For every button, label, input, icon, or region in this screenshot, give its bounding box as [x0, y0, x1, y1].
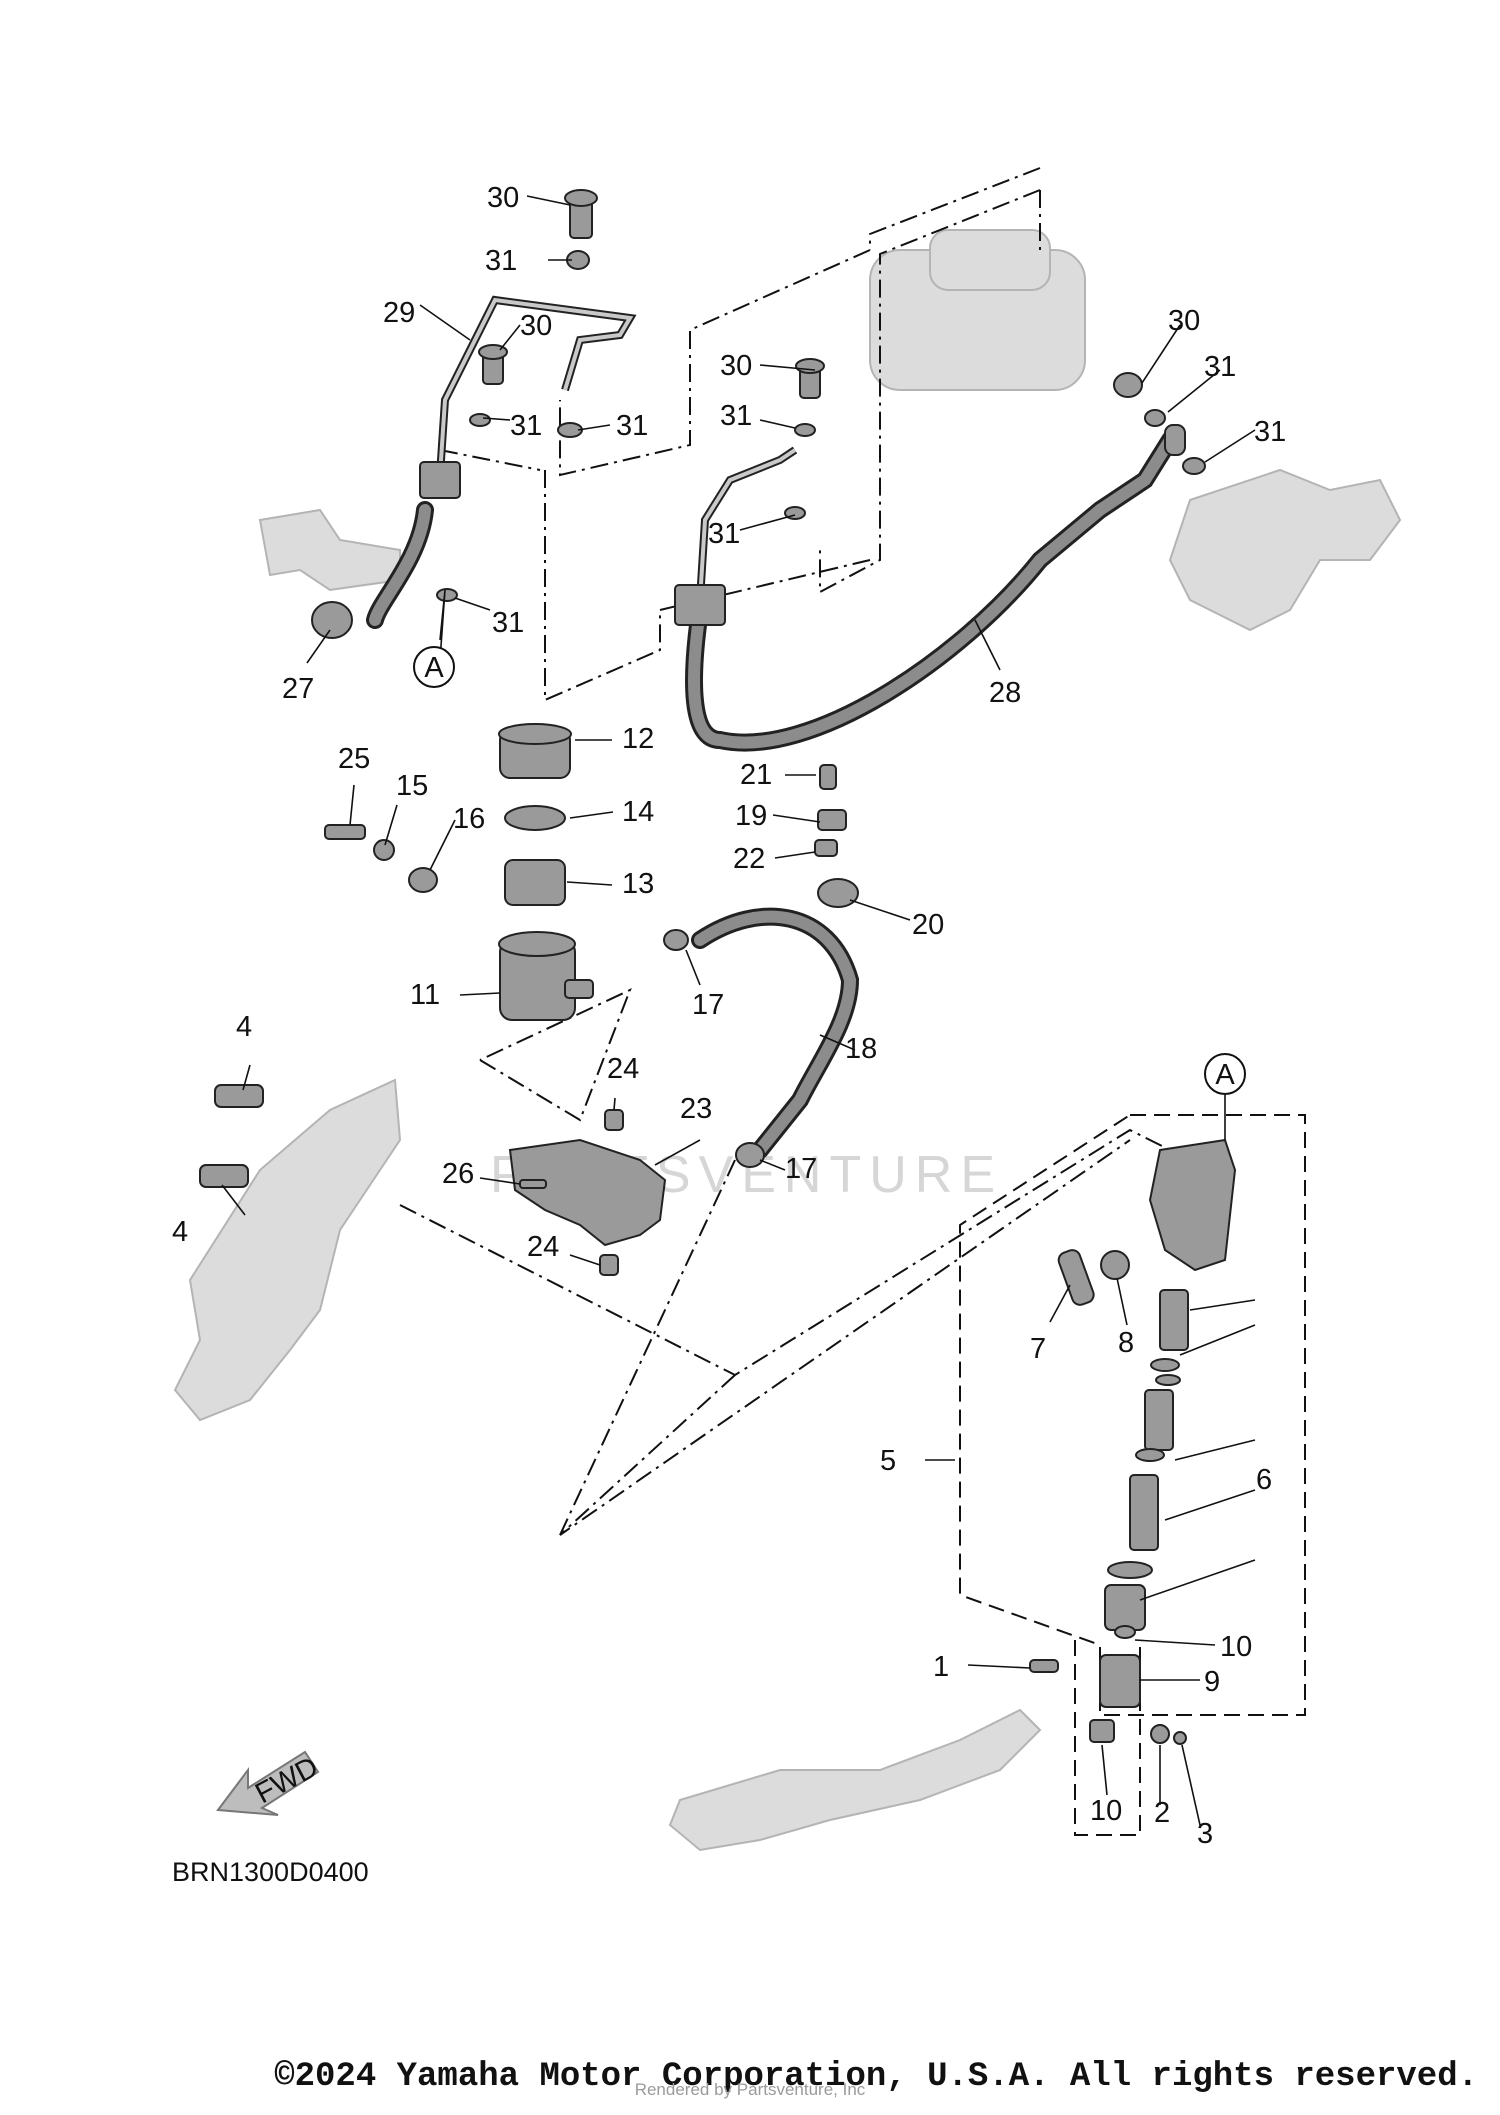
forward-arrow: FWD [216, 1750, 324, 1816]
part-label-28: 28 [989, 677, 1021, 709]
part-label-7: 7 [1030, 1333, 1046, 1365]
part-label-22: 22 [733, 843, 765, 875]
part-label-5: 5 [880, 1445, 896, 1477]
ghost-frame-bracket-left [258, 508, 401, 592]
part-label-18: 18 [845, 1033, 877, 1065]
master-cylinder-body [1148, 1138, 1237, 1272]
part-label-21: 21 [740, 759, 772, 791]
part-label-15: 15 [396, 770, 428, 802]
part-label-13: 13 [622, 868, 654, 900]
brake-hose-28 [674, 424, 1186, 752]
part-label-24: 24 [607, 1053, 639, 1085]
part-label-31: 31 [708, 518, 740, 550]
part-label-1: 1 [933, 1651, 949, 1683]
grommet-8 [1100, 1250, 1130, 1280]
part-label-11: 11 [410, 979, 440, 1011]
part-label-31: 31 [616, 410, 648, 442]
part-label-31: 31 [1254, 416, 1286, 448]
part-label-17: 17 [785, 1153, 817, 1185]
reservoir-tank-11 [498, 931, 594, 1021]
part-label-2: 2 [1154, 1797, 1170, 1829]
part-label-30: 30 [720, 350, 752, 382]
diagram-code: BRN1300D0400 [172, 1857, 369, 1887]
part-label-16: 16 [453, 803, 485, 835]
part-label-14: 14 [622, 796, 654, 828]
part-label-4: 4 [236, 1011, 252, 1043]
part-label-3: 3 [1197, 1818, 1213, 1850]
ghost-brake-pedal [668, 1708, 1042, 1852]
callout-a-upper-label: A [424, 652, 444, 684]
part-label-31: 31 [720, 400, 752, 432]
part-label-31: 31 [485, 245, 517, 277]
reservoir-hose-18 [691, 907, 860, 1159]
part-label-24: 24 [527, 1231, 559, 1263]
part-label-29: 29 [383, 297, 415, 329]
part-label-31: 31 [1204, 351, 1236, 383]
part-label-30: 30 [487, 182, 519, 214]
part-label-25: 25 [338, 743, 370, 775]
part-label-30: 30 [520, 310, 552, 342]
fasteners [199, 189, 1206, 1745]
part-label-27: 27 [282, 673, 314, 705]
part-label-9: 9 [1204, 1666, 1220, 1698]
part-label-31: 31 [492, 607, 524, 639]
part-labels: 30 31 29 30 31 31 31 27 30 31 31 30 31 3… [172, 182, 1286, 1850]
piston-kit-6 [1104, 1289, 1189, 1631]
ghost-frame-bracket-right [1168, 468, 1402, 632]
part-label-20: 20 [912, 909, 944, 941]
reservoir-holder-13 [504, 859, 566, 906]
reservoir-bracket-23 [508, 1138, 667, 1247]
part-label-19: 19 [735, 800, 767, 832]
copyright-notice: ©2024 Yamaha Motor Corporation, U.S.A. A… [274, 2058, 1478, 2096]
callout-a-lower-label: A [1215, 1059, 1235, 1091]
callout-a-upper: A [413, 646, 455, 688]
diaphragm-14 [504, 805, 566, 831]
part-label-17: 17 [692, 989, 724, 1021]
reservoir-cap-12 [498, 723, 572, 779]
connection-lines [399, 167, 1171, 1536]
part-label-23: 23 [680, 1093, 712, 1125]
part-label-12: 12 [622, 723, 654, 755]
part-label-4: 4 [172, 1216, 188, 1248]
part-label-8: 8 [1118, 1327, 1134, 1359]
part-label-31: 31 [510, 410, 542, 442]
part-label-30: 30 [1168, 305, 1200, 337]
hose-joint-7 [1057, 1249, 1095, 1306]
part-label-10: 10 [1220, 1631, 1252, 1663]
leader-lines [221, 195, 1256, 1826]
part-label-10: 10 [1090, 1795, 1122, 1827]
ghost-abs-unit [869, 229, 1086, 391]
ghost-footrest-bracket [173, 1078, 402, 1422]
forward-arrow-label: FWD [250, 1751, 323, 1810]
part-label-6: 6 [1256, 1464, 1272, 1496]
part-label-26: 26 [442, 1158, 474, 1190]
push-rod-9 [1099, 1654, 1141, 1708]
brake-pipe-29 [366, 295, 637, 629]
callout-a-lower: A [1204, 1053, 1246, 1095]
rendered-by-notice: Rendered by Partsventure, Inc [634, 2080, 866, 2099]
